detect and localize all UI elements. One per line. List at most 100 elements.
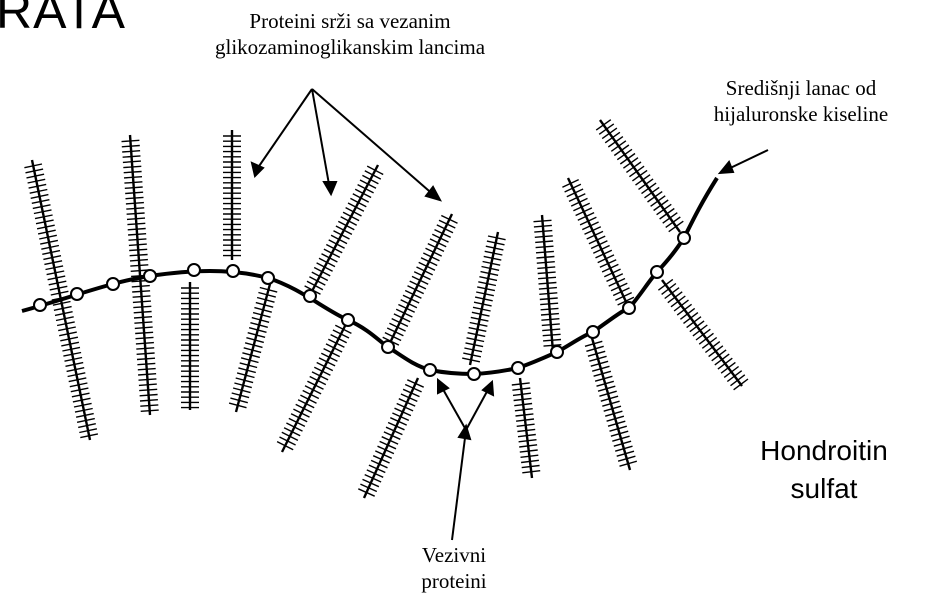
chondroitin-sulfate-bristle xyxy=(129,239,147,240)
chondroitin-sulfate-bristle xyxy=(639,179,654,190)
chondroitin-sulfate-bristle xyxy=(709,346,723,357)
glycosaminoglycan-chain xyxy=(358,378,423,498)
chondroitin-sulfate-bristle xyxy=(657,204,672,214)
chondroitin-sulfate-bristle xyxy=(543,334,561,335)
chondroitin-sulfate-bristle xyxy=(136,348,154,349)
arrowhead-core-1 xyxy=(252,163,263,176)
chondroitin-sulfate-bristle xyxy=(654,200,669,211)
chondroitin-sulfate-bristle xyxy=(636,175,651,185)
chondroitin-sulfate-bristle xyxy=(537,267,555,269)
chondroitin-sulfate-bristle xyxy=(125,192,143,193)
chondroitin-sulfate-bristle xyxy=(614,145,629,156)
hyaluronic-chain-label: Središnji lanac od hijaluronske kiseline xyxy=(670,75,932,128)
chondroitin-sulfate-bristle xyxy=(608,137,623,147)
arrowhead-core-2 xyxy=(324,182,336,194)
link-proteins-label-line-2: proteini xyxy=(384,568,524,594)
link-protein-node xyxy=(188,264,200,276)
arrowhead-link-2 xyxy=(483,382,493,395)
chondroitin-sulfate-bristle xyxy=(731,375,745,386)
chondroitin-sulfate-bristle xyxy=(139,389,157,390)
pointer-arrows xyxy=(252,89,768,540)
chondroitin-sulfate-bristle xyxy=(541,319,559,321)
chondroitin-sulfate-bristle xyxy=(133,301,151,302)
chondroitin-sulfate-bristle xyxy=(133,306,151,307)
arrowhead-link-3 xyxy=(459,426,470,439)
chondroitin-sulfate-bristle xyxy=(542,324,560,326)
chondroitin-sulfate-bristle xyxy=(663,213,678,224)
chondroitin-sulfate-bristle xyxy=(540,303,558,304)
chondroitin-sulfate-bristle xyxy=(534,225,552,227)
chondroitin-sulfate-bristle xyxy=(538,277,556,278)
chondroitin-sulfate-bristle xyxy=(702,338,716,349)
link-protein-node xyxy=(262,272,274,284)
chondroitin-sulfate-bristle xyxy=(684,313,698,324)
core-protein-stem xyxy=(236,284,270,412)
link-protein-node xyxy=(587,326,599,338)
chondroitin-sulfate-bristle xyxy=(534,231,552,233)
chondroitin-sulfate-bristle xyxy=(536,257,554,259)
link-protein-node xyxy=(551,346,563,358)
chondroitin-sulfate-bristle xyxy=(132,286,150,287)
chondroitin-sulfate-bristle xyxy=(727,371,741,382)
glycosaminoglycan-chain xyxy=(305,165,384,295)
chondroitin-sulfate-bristle xyxy=(122,146,140,147)
chondroitin-sulfate-bristle xyxy=(674,300,688,311)
chondroitin-sulfate-bristle xyxy=(132,291,150,292)
chondroitin-sulfate-bristle xyxy=(139,384,157,385)
chondroitin-sulfate-bristle xyxy=(543,340,561,341)
chondroitin-sulfate-bristle xyxy=(596,120,611,130)
chondroitin-sulfate-bristle xyxy=(134,317,152,318)
chondroitin-sulfate-bristle xyxy=(126,208,144,209)
link-protein-node xyxy=(424,364,436,376)
chondroitin-sulfate-bristle xyxy=(130,265,148,266)
glycosaminoglycan-chain xyxy=(596,120,683,232)
link-protein-node xyxy=(107,278,119,290)
chondroitin-sulfate-bristle xyxy=(133,296,151,297)
chondroitin-sulfate-bristle xyxy=(734,379,748,390)
glycosaminoglycan-chain xyxy=(181,282,199,410)
chondroitin-sulfate-bristle xyxy=(658,279,672,290)
chondroitin-sulfate-bristle xyxy=(617,149,632,159)
chondroitin-sulfate-bristle xyxy=(135,327,153,328)
glycosaminoglycan-chain xyxy=(534,215,562,352)
chondroitin-sulfate-bristle xyxy=(123,161,141,162)
chondroitin-sulfate-bristle xyxy=(665,288,679,299)
chondroitin-sulfate-bristle xyxy=(680,308,694,319)
chondroitin-sulfate-bristle xyxy=(140,395,158,396)
chondroitin-sulfate-bristle xyxy=(138,374,156,375)
chondroitin-sulfate-bristle xyxy=(129,249,147,250)
chondroitin-sulfate-label-line-2: sulfat xyxy=(724,470,924,508)
chondroitin-sulfate-bristle xyxy=(718,358,732,369)
glycosaminoglycan-chain xyxy=(223,130,241,260)
chondroitin-sulfate-bristle xyxy=(620,154,635,165)
chondroitin-sulfate-bristle xyxy=(690,321,704,332)
hyaluronic-chain-label-line-1: Središnji lanac od xyxy=(670,75,932,101)
link-protein-node xyxy=(342,314,354,326)
chondroitin-sulfate-bristle xyxy=(542,329,560,331)
chondroitin-sulfate-label: Hondroitin sulfat xyxy=(724,432,924,508)
link-protein-node xyxy=(227,265,239,277)
chondroitin-sulfate-bristle xyxy=(537,262,555,264)
chondroitin-sulfate-bristle xyxy=(122,151,140,152)
chondroitin-sulfate-bristle xyxy=(134,322,152,323)
chondroitin-sulfate-bristle xyxy=(626,162,641,172)
core-proteins-label-line-1: Proteini srži sa vezanim xyxy=(170,8,530,34)
chondroitin-sulfate-bristle xyxy=(535,236,553,238)
chondroitin-sulfate-bristle xyxy=(124,172,142,173)
link-protein-node xyxy=(623,302,635,314)
chondroitin-sulfate-label-line-1: Hondroitin xyxy=(724,432,924,470)
link-protein-node xyxy=(651,266,663,278)
chondroitin-sulfate-bristle xyxy=(642,183,657,194)
link-protein-node xyxy=(468,368,480,380)
chondroitin-sulfate-bristle xyxy=(668,292,682,303)
glycosaminoglycan-chain xyxy=(277,324,351,452)
chondroitin-sulfate-bristle xyxy=(134,312,152,313)
chondroitin-sulfate-bristle xyxy=(538,272,556,273)
chondroitin-sulfate-bristle xyxy=(137,353,155,354)
chondroitin-sulfate-bristle xyxy=(712,350,726,361)
chondroitin-sulfate-bristle xyxy=(602,128,617,139)
link-protein-node xyxy=(512,362,524,374)
arrow-line-link-3 xyxy=(452,430,466,540)
chondroitin-sulfate-bristle xyxy=(677,304,691,315)
chondroitin-sulfate-bristle xyxy=(648,192,663,202)
